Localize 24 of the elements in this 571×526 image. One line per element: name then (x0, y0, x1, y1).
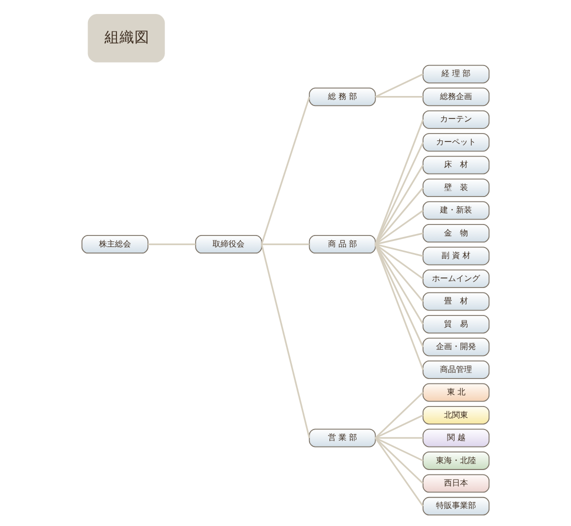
connector (375, 414, 424, 439)
connector (375, 73, 424, 98)
connector (374, 164, 424, 245)
connector (375, 437, 424, 462)
connector (260, 244, 310, 438)
connector (148, 243, 196, 246)
connector (260, 96, 310, 245)
connector (374, 244, 424, 348)
connector (374, 244, 424, 280)
connector (374, 437, 424, 484)
connector (374, 244, 424, 370)
connector (262, 243, 310, 246)
connector (374, 438, 424, 507)
connector (375, 244, 424, 257)
connector (375, 437, 424, 439)
connector (374, 187, 424, 245)
connector (374, 210, 424, 245)
connector (374, 142, 424, 245)
connector (375, 96, 424, 98)
connector (374, 244, 424, 302)
diagram-title: 組織図 (104, 28, 150, 46)
connector (374, 244, 424, 325)
connector (374, 119, 424, 245)
connector (375, 232, 424, 246)
